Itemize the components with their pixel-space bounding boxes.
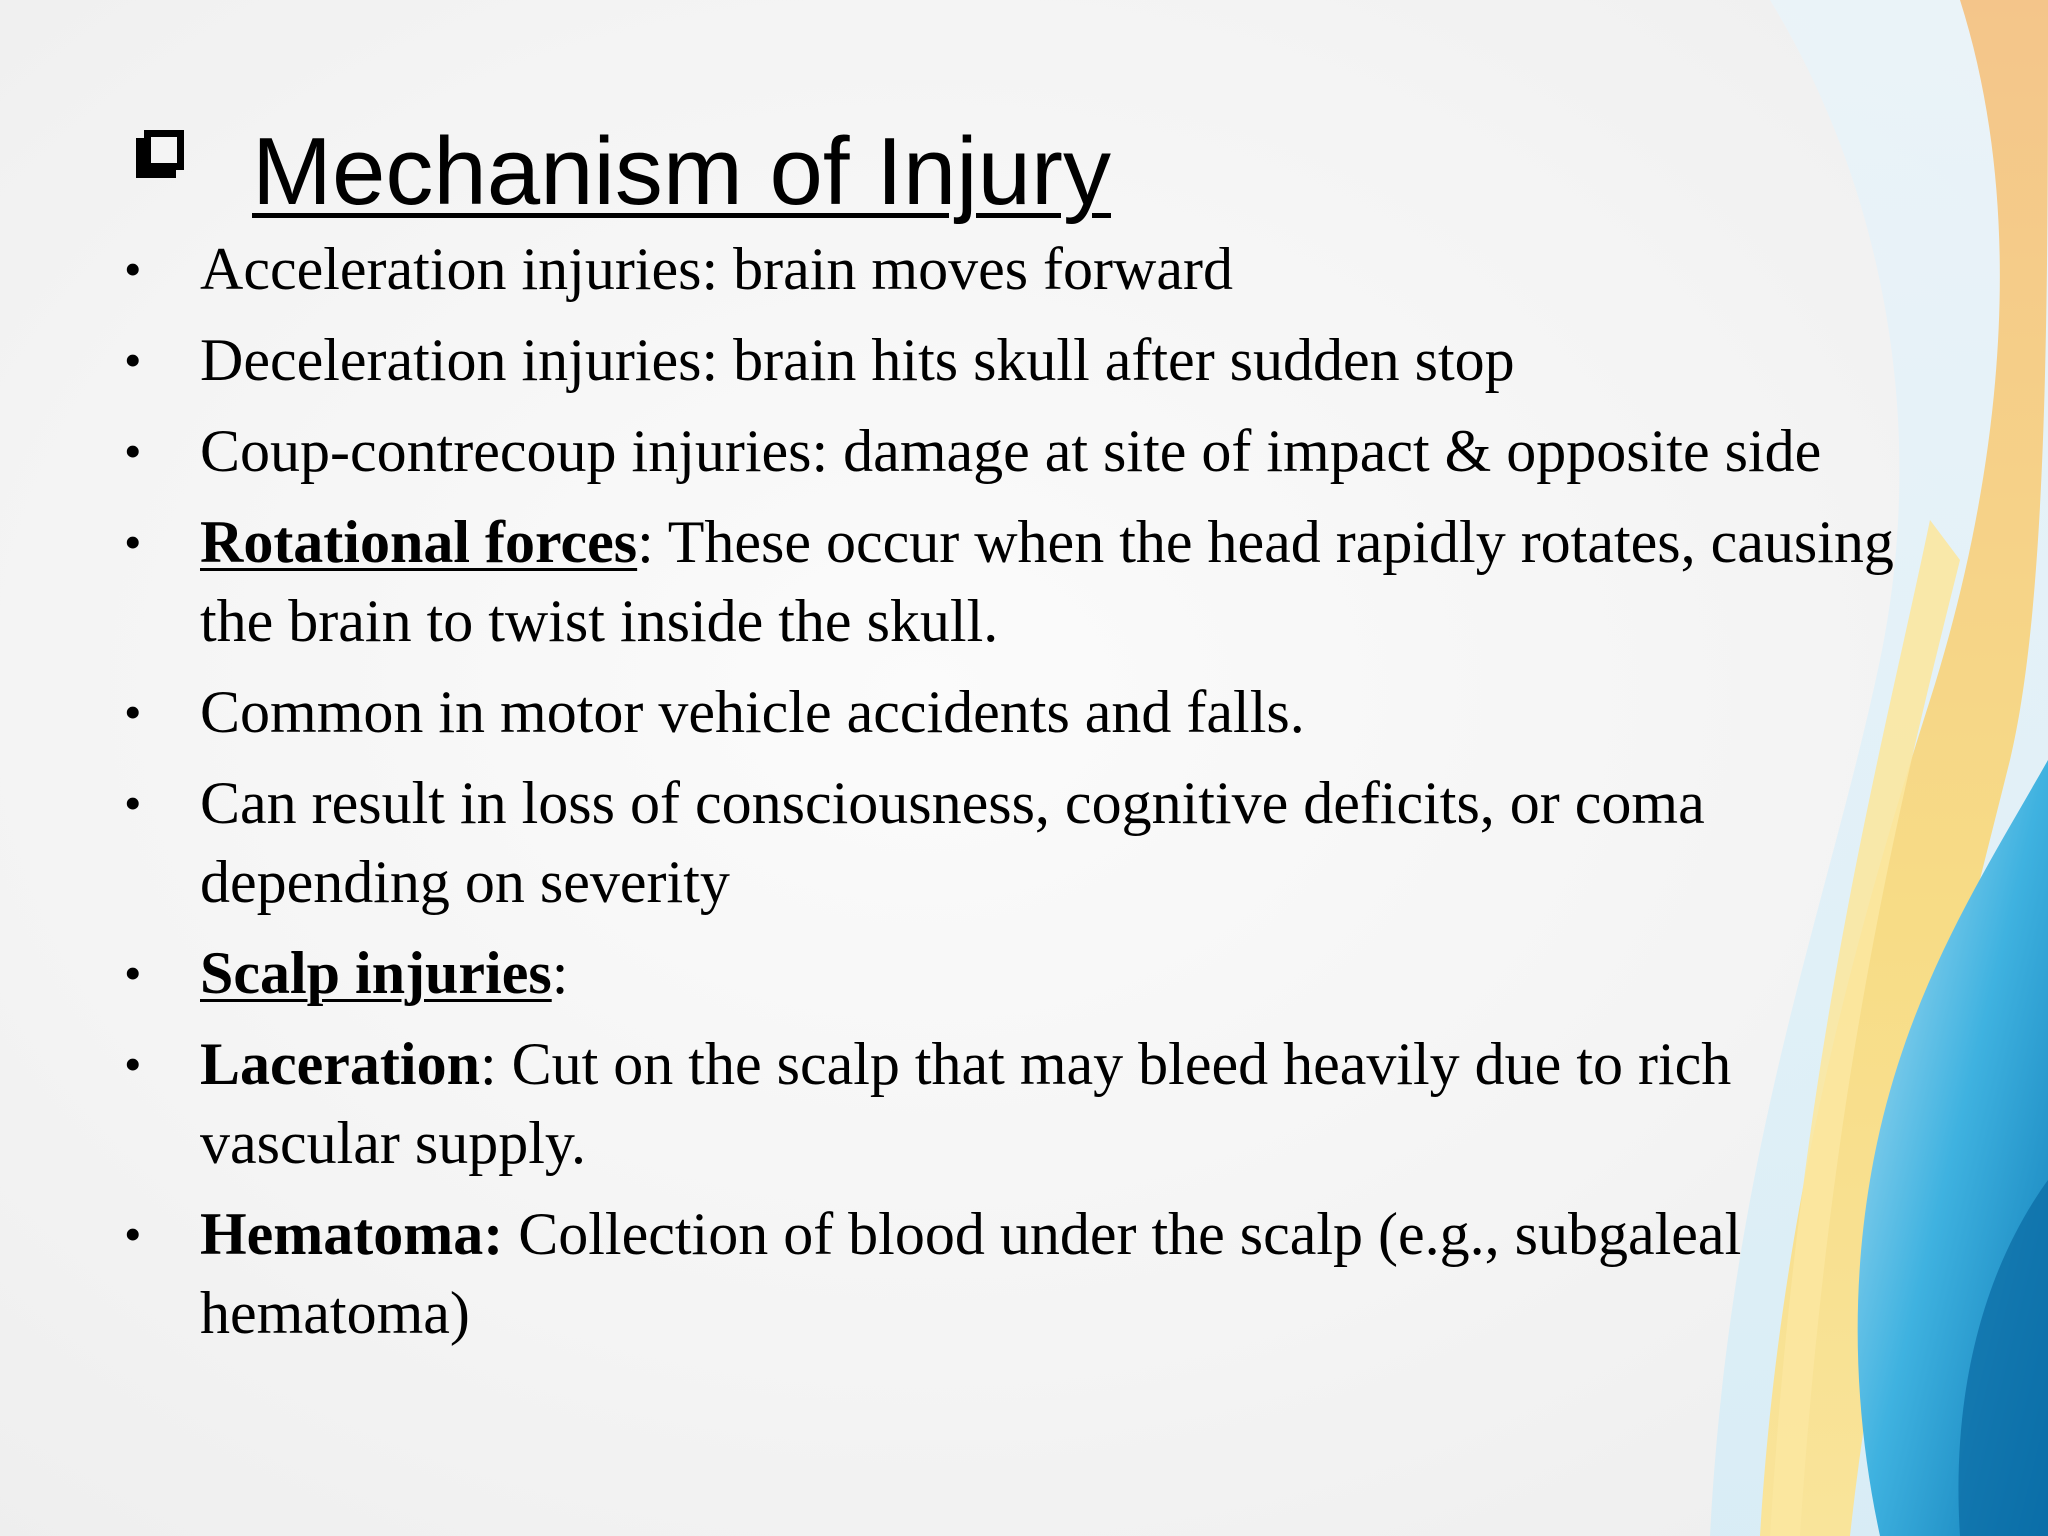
bullet-dot: • [124, 1206, 142, 1262]
bullet-text: Acceleration injuries: brain moves forwa… [200, 236, 1233, 302]
bullet-text: : [551, 940, 569, 1006]
bullet-text: Collection of blood under the scalp (e.g… [200, 1201, 1742, 1346]
list-item: • Hematoma: Collection of blood under th… [120, 1195, 1900, 1353]
bullet-text: Deceleration injuries: brain hits skull … [200, 327, 1515, 393]
bullet-dot: • [124, 514, 142, 570]
bullet-text: : Cut on the scalp that may bleed heavil… [200, 1031, 1732, 1176]
list-item: • Scalp injuries: [120, 934, 1900, 1013]
list-item: • Laceration: Cut on the scalp that may … [120, 1025, 1900, 1183]
list-item: • Can result in loss of consciousness, c… [120, 764, 1900, 922]
bullet-list: • Acceleration injuries: brain moves for… [120, 230, 1900, 1365]
list-item: • Common in motor vehicle accidents and … [120, 673, 1900, 752]
bullet-text: Coup-contrecoup injuries: damage at site… [200, 418, 1822, 484]
bullet-lead-term: Scalp injuries [200, 940, 552, 1006]
bullet-text: Common in motor vehicle accidents and fa… [200, 679, 1305, 745]
bullet-lead-term: Rotational forces [200, 509, 638, 575]
bullet-dot: • [124, 332, 142, 388]
list-item: • Acceleration injuries: brain moves for… [120, 230, 1900, 309]
slide-title: Mechanism of Injury [252, 118, 1111, 225]
checkbox-square-icon [136, 130, 184, 178]
bullet-dot: • [124, 1036, 142, 1092]
list-item: • Coup-contrecoup injuries: damage at si… [120, 412, 1900, 491]
bullet-text: Can result in loss of consciousness, cog… [200, 770, 1705, 915]
bullet-lead-term: Hematoma: [200, 1201, 504, 1267]
bullet-lead-term: Laceration [200, 1031, 480, 1097]
bullet-dot: • [124, 423, 142, 479]
list-item: • Rotational forces: These occur when th… [120, 503, 1900, 661]
bullet-dot: • [124, 945, 142, 1001]
bullet-dot: • [124, 775, 142, 831]
list-item: • Deceleration injuries: brain hits skul… [120, 321, 1900, 400]
bullet-dot: • [124, 684, 142, 740]
bullet-text: : These occur when the head rapidly rota… [200, 509, 1894, 654]
bullet-dot: • [124, 241, 142, 297]
